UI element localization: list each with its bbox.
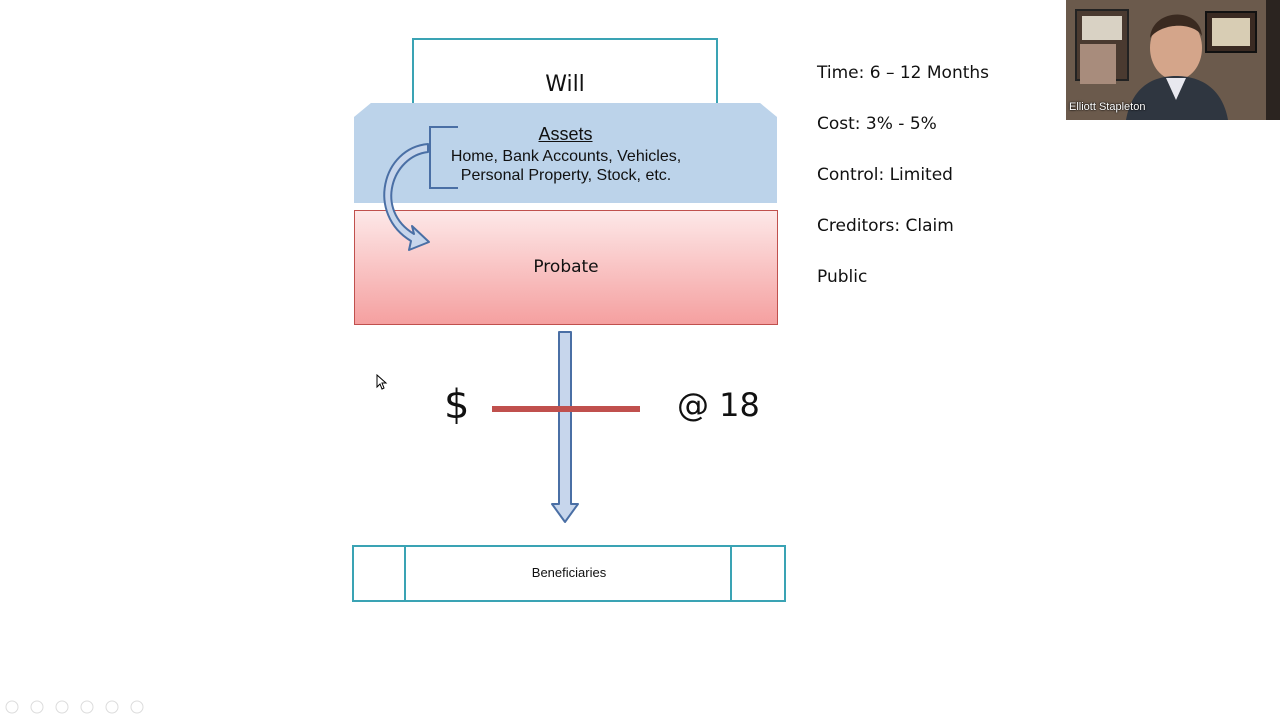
assets-description: Home, Bank Accounts, Vehicles, Personal … <box>420 147 712 185</box>
fact-control: Control: Limited <box>817 165 953 185</box>
fact-time: Time: 6 – 12 Months <box>817 63 990 83</box>
fact-cost: Cost: 3% - 5% <box>817 114 937 134</box>
probate-label: Probate <box>533 257 599 277</box>
fact-creditors: Creditors: Claim <box>817 216 954 236</box>
beneficiaries-label: Beneficiaries <box>531 565 607 580</box>
age-label: @ 18 <box>677 386 760 424</box>
assets-line-1: Home, Bank Accounts, Vehicles, <box>450 148 682 165</box>
red-bar <box>492 406 640 412</box>
assets-line-2: Personal Property, Stock, etc. <box>460 167 672 184</box>
assets-bracket <box>429 126 458 189</box>
down-arrow-icon <box>551 331 579 523</box>
participant-name: Elliott Stapleton <box>1069 101 1146 113</box>
assets-title: Assets <box>538 124 593 144</box>
beneficiaries-divider-left <box>404 545 406 600</box>
curved-arrow-icon <box>383 126 458 251</box>
webcam-video <box>1066 0 1280 120</box>
dollar-sign: $ <box>444 382 470 428</box>
will-label: Will <box>545 72 585 97</box>
beneficiaries-box <box>352 545 786 602</box>
fact-public: Public <box>817 267 868 287</box>
presentation-toolbar[interactable] <box>4 699 154 715</box>
mouse-pointer-icon <box>376 374 388 390</box>
probate-box <box>354 210 778 325</box>
beneficiaries-divider-right <box>730 545 732 600</box>
curved-arrow-shape <box>383 143 430 251</box>
presenter-video-icon <box>1066 0 1280 120</box>
